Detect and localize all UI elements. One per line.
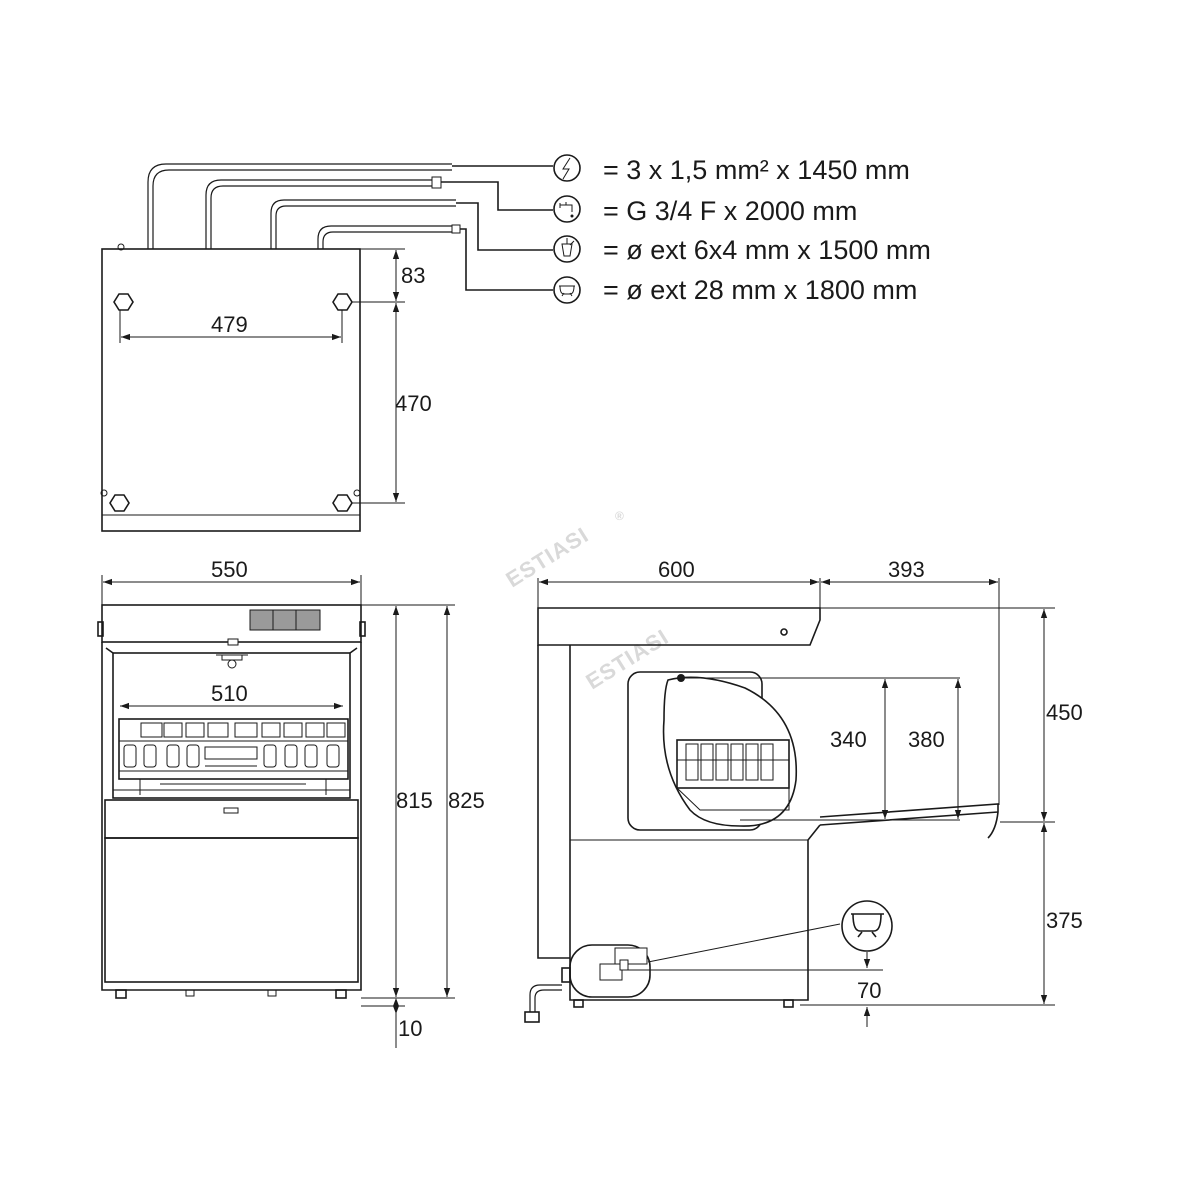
dim-600-label: 600 [658, 557, 695, 582]
dim-83-label: 83 [401, 263, 425, 288]
dim-815-label: 815 [396, 788, 433, 813]
dim-70-label: 70 [857, 978, 881, 1003]
dim-550-label: 550 [211, 557, 248, 582]
connection-drain-label: = ø ext 28 mm x 1800 mm [603, 275, 917, 305]
dim-380-label: 380 [908, 727, 945, 752]
front-view: 550 510 [97, 557, 485, 1048]
bolt-hex [109, 494, 130, 512]
connection-legend: = 3 x 1,5 mm² x 1450 mm = G 3/4 F x 2000… [553, 154, 931, 305]
dim-10-label: 10 [398, 1016, 422, 1041]
dim-393-label: 393 [888, 557, 925, 582]
connection-water-label: = G 3/4 F x 2000 mm [603, 196, 857, 226]
dim-470-label: 470 [395, 391, 432, 416]
dim-450-label: 450 [1046, 700, 1083, 725]
detergent-icon [553, 235, 581, 263]
bolt-hex [332, 293, 353, 311]
dim-375-label: 375 [1046, 908, 1083, 933]
bolt-hex [332, 494, 353, 512]
svg-text:®: ® [615, 509, 625, 523]
power-icon [553, 154, 581, 182]
bolt-hex [113, 293, 134, 311]
dim-340-label: 340 [830, 727, 867, 752]
dim-510-label: 510 [211, 681, 248, 706]
connection-power-label: = 3 x 1,5 mm² x 1450 mm [603, 155, 910, 185]
drain-icon [553, 276, 581, 304]
side-view: 600 393 340 380 [524, 557, 1083, 1027]
top-view: 479 83 470 [100, 163, 553, 532]
watermark: ESTIASI ESTIASI ® [501, 509, 673, 694]
dim-479-label: 479 [211, 312, 248, 337]
connection-detergent-label: = ø ext 6x4 mm x 1500 mm [603, 235, 931, 265]
water-tap-icon [553, 195, 581, 223]
dim-825-label: 825 [448, 788, 485, 813]
